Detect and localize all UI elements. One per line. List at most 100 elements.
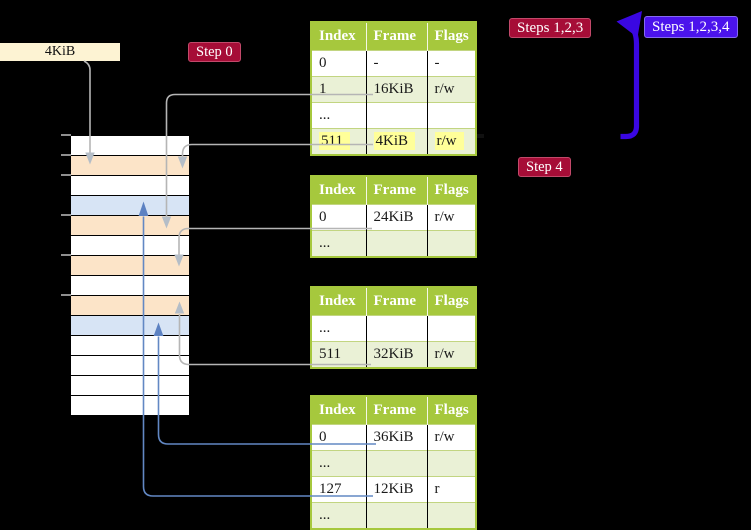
page-table-row: 511 4KiB r/w — [311, 128, 476, 156]
column-header-frame: Frame — [366, 22, 428, 51]
table-cell — [366, 502, 428, 529]
table-cell: 36KiB — [366, 424, 428, 451]
highlighted-value: 511 — [319, 132, 350, 150]
column-header-index: Index — [311, 287, 367, 316]
memory-frame-row-orange — [71, 156, 189, 176]
memory-frame-row-orange — [71, 216, 189, 236]
table-cell: 12KiB — [366, 476, 428, 503]
badge-steps-1-2-3-4: Steps 1,2,3,4 — [644, 16, 738, 38]
table-cell: ... — [311, 102, 367, 129]
column-header-flags: Flags — [427, 287, 476, 316]
address-tick — [61, 294, 71, 296]
address-tick — [61, 174, 71, 176]
memory-frame-row-white — [71, 336, 189, 356]
table-cell — [427, 503, 476, 530]
table-cell — [366, 315, 428, 342]
column-header-frame: Frame — [366, 176, 428, 205]
table-cell: r/w — [434, 346, 455, 362]
address-tick — [61, 214, 71, 216]
table-cell: r/w — [427, 129, 476, 156]
column-header-index: Index — [311, 22, 367, 51]
table-cell: 4KiB — [366, 128, 428, 155]
arrow-steps1234-loop — [620, 24, 640, 140]
memory-frame-row-blue — [71, 316, 189, 336]
column-header-index: Index — [311, 176, 367, 205]
table-cell: 511 — [311, 128, 367, 155]
page-table-row: ... — [311, 502, 476, 530]
column-header-flags: Flags — [427, 176, 476, 205]
memory-frame-row-orange — [71, 256, 189, 276]
table-cell — [366, 450, 428, 477]
table-cell: 1 — [311, 76, 367, 103]
table-cell: ... — [311, 502, 367, 529]
arrow-steps1234-loop-head — [616, 11, 642, 38]
table-cell: r — [434, 481, 440, 497]
table-cell: r/w — [434, 81, 455, 97]
table-cell — [427, 231, 476, 258]
page-table-row: 0-- — [311, 50, 476, 77]
table-cell — [366, 230, 428, 257]
column-header-frame: Frame — [366, 396, 428, 425]
table-cell: ... — [311, 230, 367, 257]
memory-frame-row-orange — [71, 296, 189, 316]
table-cell — [427, 316, 476, 342]
table-cell: - — [434, 55, 440, 71]
column-header-index: Index — [311, 396, 367, 425]
table-cell — [427, 451, 476, 477]
memory-frame-row-white — [71, 176, 189, 196]
page-table-row: ... — [311, 315, 476, 342]
table-cell: r/w — [434, 429, 455, 445]
table-cell: ... — [311, 450, 367, 477]
memory-frame-row-white — [71, 396, 189, 415]
table-cell — [366, 102, 428, 129]
table-cell: 0 — [311, 424, 367, 451]
column-header-frame: Frame — [366, 287, 428, 316]
table-cell: - — [366, 50, 428, 77]
memory-frame-row-white — [71, 356, 189, 376]
table-cell: 511 — [311, 341, 367, 368]
address-tick — [61, 134, 71, 136]
table-cell: 32KiB — [366, 341, 428, 368]
table-cell: 0 — [311, 50, 367, 77]
column-header-flags: Flags — [427, 22, 476, 51]
address-tick — [61, 154, 71, 156]
page-table-row: ... — [311, 102, 476, 129]
memory-frame-row-blue — [71, 196, 189, 216]
highlighted-value: 4KiB — [373, 132, 416, 150]
column-header-flags: Flags — [427, 396, 476, 425]
highlighted-value: r/w — [434, 132, 464, 150]
table-cell: 16KiB — [366, 76, 428, 103]
black-connector-stub — [477, 134, 484, 138]
badge-step-0: Step 0 — [188, 42, 241, 62]
memory-frame-row-white — [71, 276, 189, 296]
table-cell: 127 — [311, 476, 367, 503]
physical-memory-column — [70, 135, 190, 416]
badge-step-4: Step 4 — [518, 157, 571, 177]
memory-frame-row-white — [71, 376, 189, 396]
page-table-row: ... — [311, 450, 476, 477]
memory-frame-row-white — [71, 136, 189, 156]
table-cell: 24KiB — [366, 204, 428, 231]
table-cell: r/w — [434, 209, 455, 225]
badge-steps-1-2-3: Steps 1,2,3 — [509, 18, 592, 38]
table-cell: ... — [311, 315, 367, 342]
page-size-label: 4KiB — [0, 43, 120, 61]
table-cell: 0 — [311, 204, 367, 231]
memory-frame-row-white — [71, 236, 189, 256]
address-tick — [61, 254, 71, 256]
table-cell — [427, 103, 476, 129]
page-table-row: ... — [311, 230, 476, 258]
